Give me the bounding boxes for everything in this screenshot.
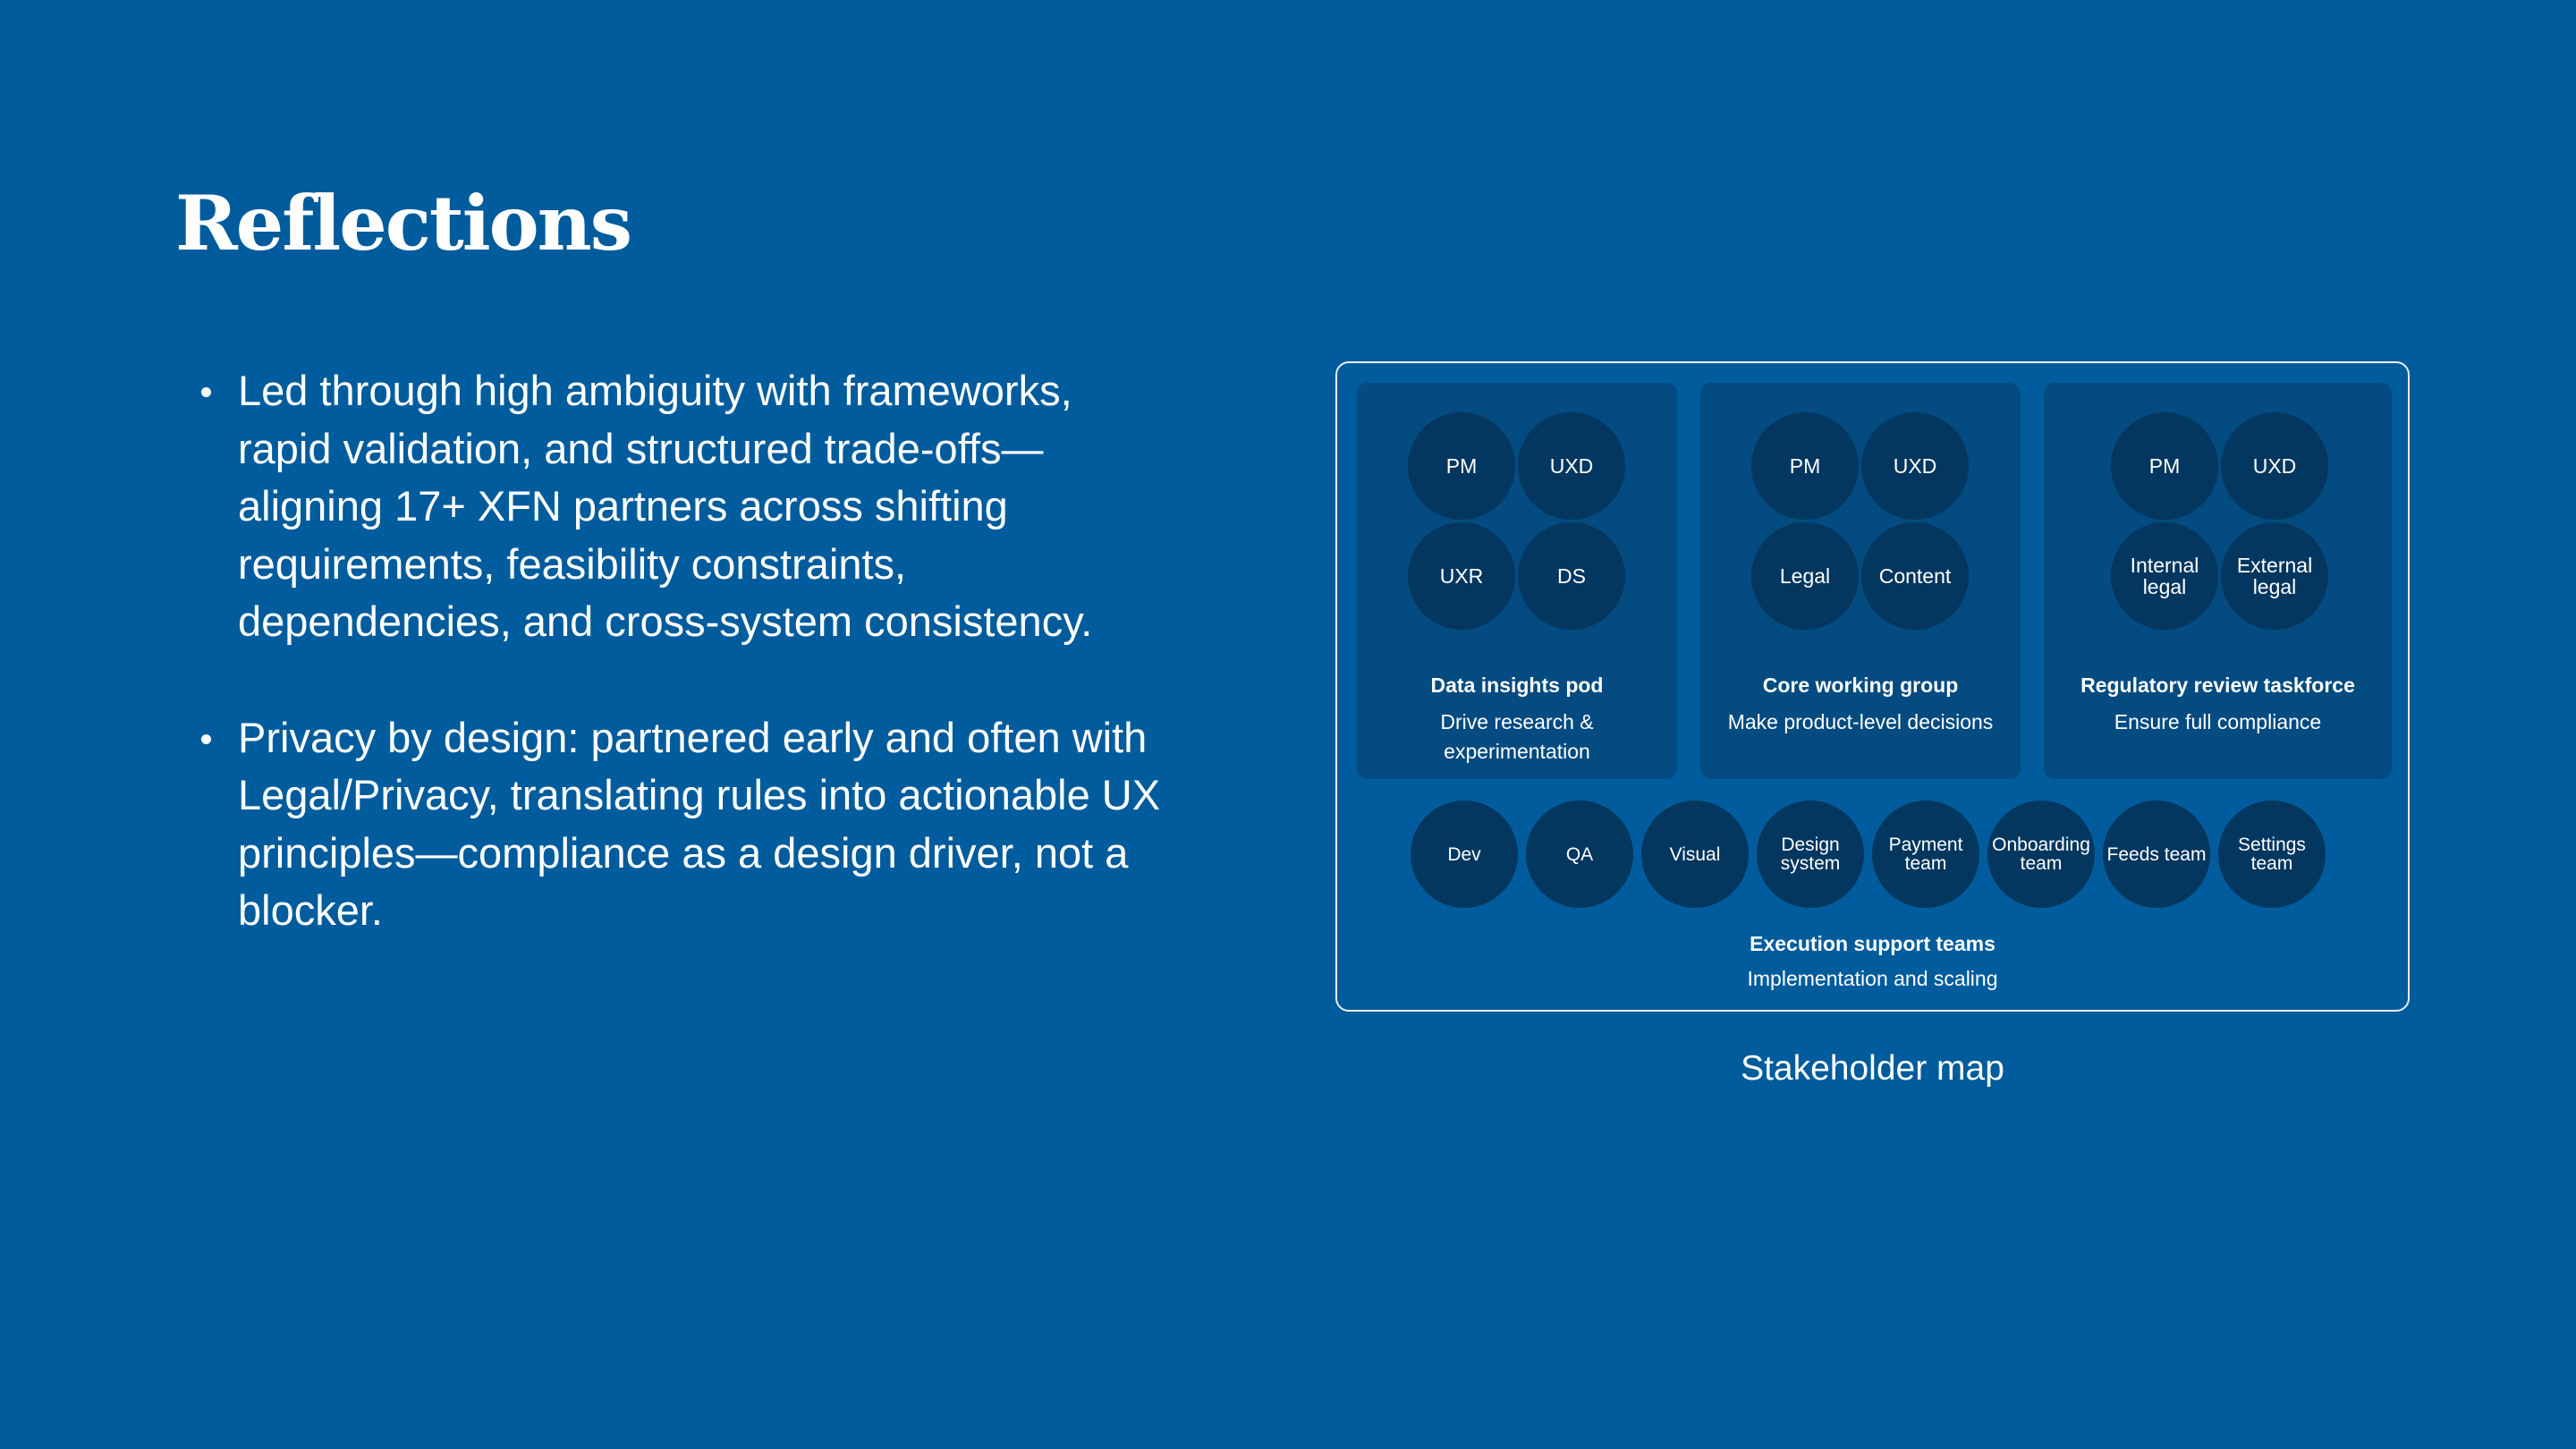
reflection-list: Led through high ambiguity with framewor… — [188, 362, 1172, 998]
member-circle: DS — [1518, 522, 1625, 630]
team-circle: Feeds team — [2103, 801, 2210, 908]
figure-caption: Stakeholder map — [1741, 1049, 2004, 1088]
member-circle: PM — [1408, 412, 1515, 520]
member-circle: PM — [1751, 412, 1859, 520]
reflection-item: Led through high ambiguity with framewor… — [188, 362, 1172, 651]
group-description: Ensure full compliance — [2114, 710, 2322, 733]
member-circle: Internal legal — [2111, 522, 2218, 630]
reflection-text: Privacy by design: partnered early and o… — [238, 713, 1161, 935]
member-circle: UXD — [2221, 412, 2328, 520]
member-circle: UXD — [1518, 412, 1625, 520]
reflection-text: Led through high ambiguity with framewor… — [238, 367, 1093, 645]
execution-description: Implementation and scaling — [1747, 967, 1998, 990]
team-circle: Payment team — [1872, 801, 1979, 908]
execution-title: Execution support teams — [1750, 932, 1996, 955]
group-description: Make product-level decisions — [1727, 710, 1994, 733]
group-title: Regulatory review taskforce — [2080, 674, 2355, 697]
member-circle: Content — [1861, 522, 1969, 630]
group-panel-core-working: PM UXD Legal Content Core working group … — [1700, 383, 2021, 779]
stakeholder-map: PM UXD UXR DS Data insights pod Drive re… — [1335, 361, 2410, 1012]
group-title: Data insights pod — [1430, 674, 1604, 697]
team-circle: QA — [1526, 801, 1633, 908]
member-circle: UXR — [1408, 522, 1515, 630]
member-circle: UXD — [1861, 412, 1969, 520]
page-title: Reflections — [175, 179, 632, 267]
group-description: Drive research & experimentation — [1440, 710, 1594, 763]
team-circle: Settings team — [2218, 801, 2326, 908]
group-title: Core working group — [1762, 674, 1959, 697]
team-circle: Onboarding team — [1987, 801, 2095, 908]
team-circle: Dev — [1411, 801, 1518, 908]
team-circle: Design system — [1757, 801, 1864, 908]
group-panel-regulatory: PM UXD Internal legal External legal Reg… — [2044, 383, 2392, 779]
reflection-item: Privacy by design: partnered early and o… — [188, 709, 1172, 940]
member-circle: Legal — [1751, 522, 1859, 630]
member-circle: PM — [2111, 412, 2218, 520]
bullet-icon — [201, 733, 211, 744]
member-circle: External legal — [2221, 522, 2328, 630]
group-panel-data-insights: PM UXD UXR DS Data insights pod Drive re… — [1357, 383, 1677, 779]
bullet-icon — [201, 387, 211, 397]
team-circle: Visual — [1641, 801, 1749, 908]
